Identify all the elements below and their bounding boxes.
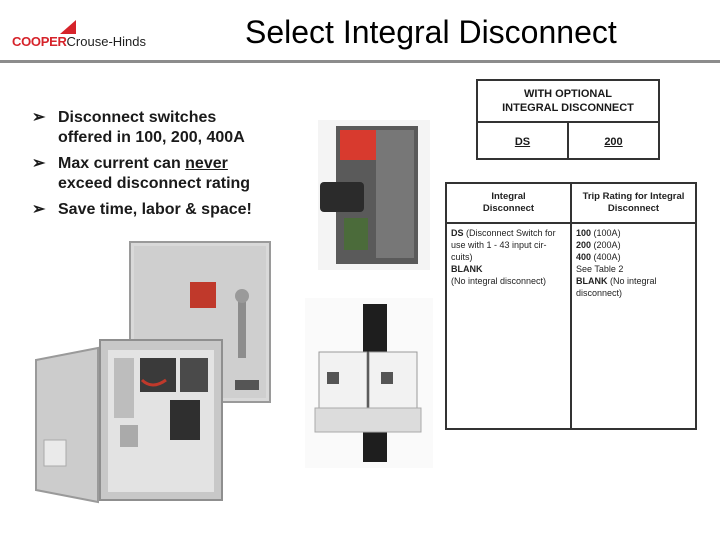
bullet-item: ➢ Disconnect switches offered in 100, 20… <box>32 109 245 146</box>
arrow-bullet-icon: ➢ <box>32 109 46 126</box>
legend-col-trip-rating: 100 (100A) 200 (200A) 400 (400A) See Tab… <box>570 224 695 430</box>
integral-disconnect-option-table: WITH OPTIONAL INTEGRAL DISCONNECT DS 200 <box>476 79 660 160</box>
option-table-header: WITH OPTIONAL INTEGRAL DISCONNECT <box>478 81 658 123</box>
bullet-list: ➢ Disconnect switches offered in 100, 20… <box>32 108 302 226</box>
bullet-item: ➢ Save time, labor & space! <box>32 201 252 218</box>
cooper-crouse-hinds-logo: COOPERCrouse-Hinds <box>12 20 172 52</box>
arrow-bullet-icon: ➢ <box>32 155 46 172</box>
option-rating-cell: 200 <box>567 123 658 160</box>
option-table-row: DS 200 <box>478 123 658 160</box>
bullet-item: ➢ Max current can never exceed disconnec… <box>32 155 251 192</box>
enclosure-photo <box>35 241 271 504</box>
title-divider <box>0 60 720 63</box>
logo-crouse-hinds-text: Crouse-Hinds <box>66 34 147 49</box>
option-code-cell: DS <box>514 135 531 148</box>
logo-cooper-text: COOPER <box>12 34 67 49</box>
logo-mark-icon <box>60 20 76 34</box>
abb-disconnect-switch-photo <box>318 120 430 270</box>
arrow-bullet-icon: ➢ <box>32 201 46 218</box>
legend-col-integral-disconnect: DS (Disconnect Switch for use with 1 - 4… <box>451 228 556 286</box>
slide-title: Select Integral Disconnect <box>245 14 617 50</box>
dual-disconnect-switch-photo <box>305 298 433 468</box>
